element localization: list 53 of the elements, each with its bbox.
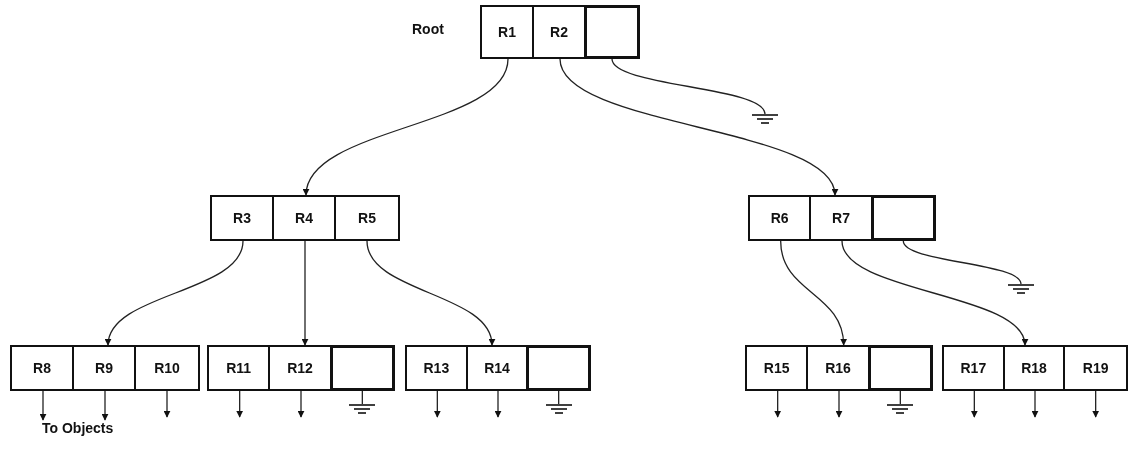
pointer-arrow [1031, 390, 1039, 418]
entry-cell: R13 [407, 347, 468, 389]
pointer-arrow [970, 390, 978, 418]
entry-cell: R10 [136, 347, 198, 389]
pointer-arrow [559, 58, 837, 196]
entry-cell: R1 [482, 7, 534, 57]
pointer-arrow [780, 240, 847, 346]
tree-node-box [748, 195, 936, 241]
root-label: Root [412, 21, 444, 37]
pointer-arrow [304, 58, 509, 196]
tree-node-box [745, 345, 933, 391]
tree-node-box [210, 195, 400, 241]
pointer-arrow [39, 390, 47, 421]
tree-node-box [480, 5, 640, 59]
entry-cell: R7 [811, 197, 873, 239]
entry-cell: R3 [212, 197, 274, 239]
tree-node-box [405, 345, 591, 391]
entry-cell: R19 [1065, 347, 1126, 389]
pointer-arrow [366, 240, 495, 346]
pointer-arrow [163, 390, 171, 418]
entry-cell: R6 [750, 197, 812, 239]
tree-node-box [10, 345, 200, 391]
pointer-arrow [236, 390, 244, 418]
pointer-arrow [835, 390, 843, 418]
caption-text: To Objects [42, 420, 114, 436]
pointer-arrow [841, 240, 1027, 346]
ground-icon [1008, 284, 1034, 296]
entry-cell: R2 [534, 7, 586, 57]
ground-icon [349, 404, 376, 416]
entry-cell: R18 [1004, 347, 1066, 389]
entry-cell: R8 [12, 347, 74, 389]
entry-cell: R11 [209, 347, 271, 389]
pointer-arrow [494, 390, 502, 418]
tree-node-box [207, 345, 395, 391]
tree-node-box [942, 345, 1128, 391]
pointer-arrow [101, 390, 109, 421]
pointer-arrow [774, 390, 782, 418]
entry-cell: R5 [336, 197, 398, 239]
entry-cell: R15 [747, 347, 809, 389]
ground-icon [545, 404, 572, 416]
entry-cell: R9 [74, 347, 136, 389]
entry-cell: R12 [270, 347, 332, 389]
pointer-arrow [297, 390, 305, 418]
ground-icon [752, 114, 778, 126]
pointer-arrow [301, 240, 309, 346]
pointer-arrow [105, 240, 244, 346]
entry-cell: R16 [808, 347, 870, 389]
entry-cell: R4 [274, 197, 336, 239]
pointer-arrow [433, 390, 441, 418]
entry-cell: R14 [467, 347, 529, 389]
entry-cell: R17 [944, 347, 1005, 389]
pointer-arrow [1092, 390, 1100, 418]
ground-icon [887, 404, 914, 416]
